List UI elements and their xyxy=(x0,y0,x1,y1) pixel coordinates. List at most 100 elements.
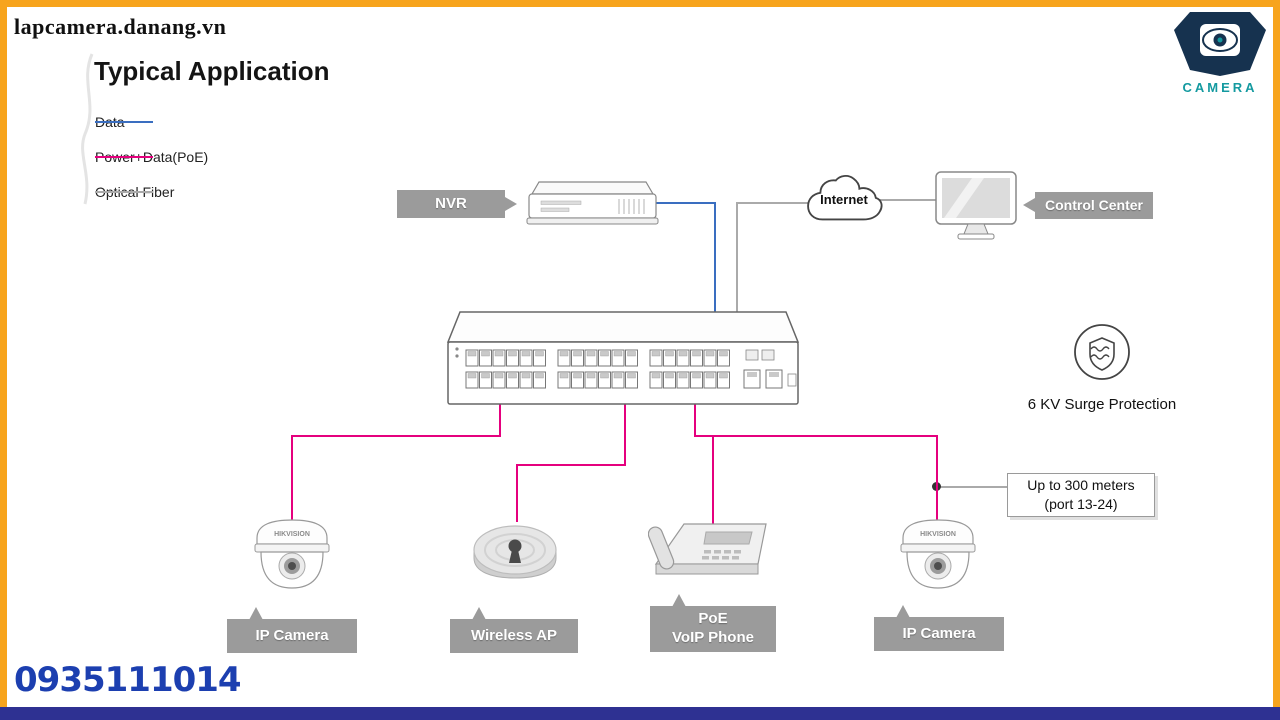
wireless-ap-device xyxy=(473,525,557,579)
switch-port-pins xyxy=(692,351,701,357)
camera-brand-text: HIKVISION xyxy=(274,531,310,538)
switch-port-pins xyxy=(467,373,477,379)
switch-port-pins xyxy=(665,351,674,357)
wireless-ap-callout: Wireless AP xyxy=(450,619,578,653)
switch-port-pins xyxy=(559,373,569,379)
switch-port-pins xyxy=(705,373,715,379)
switch-led xyxy=(455,347,459,351)
ip-camera-right: HIKVISION xyxy=(900,519,976,589)
switch-uplink-label xyxy=(761,349,775,361)
device-callout-label: IP Camera xyxy=(255,626,329,644)
fiber-line-internet-to-monitor xyxy=(878,199,938,201)
switch-uplink-pins xyxy=(747,372,757,377)
nvr-callout-pointer xyxy=(505,197,517,211)
switch-port-pins xyxy=(651,373,661,379)
camera-lens xyxy=(288,562,296,570)
switch-port-pins xyxy=(613,351,623,357)
poe-line-to-ip-camera-left xyxy=(291,435,293,523)
switch-port-pins xyxy=(573,373,582,379)
poe-switch xyxy=(446,311,800,405)
switch-port-pins xyxy=(508,351,517,357)
phone-keypad xyxy=(702,550,741,560)
wireless-ap-callout-pointer xyxy=(472,607,486,620)
internet-label: Internet xyxy=(820,192,868,207)
decorative-flourish xyxy=(81,53,94,205)
switch-port-pins xyxy=(467,351,477,357)
data-line-nvr-horizontal xyxy=(655,202,716,204)
poe-line-to-ip-camera-right xyxy=(936,435,938,523)
switch-port-pins xyxy=(678,351,688,357)
ip-camera-left: HIKVISION xyxy=(254,519,330,589)
voip-phone-device xyxy=(648,523,767,575)
surge-protection-icon xyxy=(1074,324,1130,380)
switch-port-pins xyxy=(719,351,728,357)
poe-switch-ports xyxy=(465,349,730,389)
poe-line-switch-drop-right xyxy=(694,403,696,437)
fiber-line-internet-horizontal xyxy=(738,202,808,204)
page-title: Typical Application xyxy=(94,56,330,86)
monitor-glare xyxy=(944,178,984,218)
switch-port-pins xyxy=(600,351,609,357)
footer-bar xyxy=(0,707,1280,720)
camera-brand-text: HIKVISION xyxy=(920,531,956,538)
switch-port-pins xyxy=(521,351,531,357)
ip-camera-left-callout-pointer xyxy=(249,607,263,620)
device-callout-label: VoIP Phone xyxy=(672,629,754,646)
control-center-monitor xyxy=(935,171,1017,240)
switch-port-pins xyxy=(627,373,636,379)
shield-icon xyxy=(1089,337,1115,371)
data-line-nvr-to-switch xyxy=(714,202,716,312)
switch-uplink-label xyxy=(745,349,759,361)
keyhole-icon xyxy=(509,550,521,563)
switch-port-pins xyxy=(508,373,517,379)
fiber-line-swatch xyxy=(95,190,153,193)
phone-screen xyxy=(703,531,753,545)
switch-port-pins xyxy=(719,373,728,379)
wave-icon xyxy=(1090,346,1110,352)
wave-icon xyxy=(1090,354,1110,360)
poe-line-right-horizontal xyxy=(694,435,938,437)
nvr-slot xyxy=(540,200,582,205)
poe-line-swatch xyxy=(95,155,153,158)
control-center-callout: Control Center xyxy=(1035,192,1153,219)
switch-port-pins xyxy=(535,373,544,379)
device-callout-label: PoE xyxy=(698,610,728,628)
border-top xyxy=(0,0,1280,7)
nvr-callout: NVR xyxy=(397,190,505,218)
device-callout-label: IP Camera xyxy=(902,624,976,642)
nvr-slot xyxy=(540,207,570,212)
website-text: lapcamera.danang.vn xyxy=(14,14,227,39)
switch-uplink-pins xyxy=(769,372,779,377)
switch-led xyxy=(455,354,459,358)
ip-camera-left-callout: IP Camera xyxy=(227,619,357,653)
switch-port-pins xyxy=(535,351,544,357)
voip-phone-callout: PoE VoIP Phone xyxy=(650,606,776,652)
device-callout-label: Wireless AP xyxy=(470,626,557,644)
keyhole-icon xyxy=(508,539,522,553)
switch-port-pins xyxy=(586,351,596,357)
distance-note-box: Up to 300 meters (port 13-24) xyxy=(1007,473,1155,517)
surge-protection-label: 6 KV Surge Protection xyxy=(1027,396,1177,413)
poe-line-to-wireless-ap xyxy=(516,464,518,522)
switch-port-pins xyxy=(627,351,636,357)
switch-port-pins xyxy=(586,373,596,379)
border-left xyxy=(0,0,7,708)
switch-port-pins xyxy=(705,351,715,357)
switch-port-pins xyxy=(692,373,701,379)
voip-phone-callout-pointer xyxy=(672,594,686,607)
poe-line-to-voip-phone xyxy=(712,435,714,528)
internet-cloud xyxy=(807,174,883,221)
ip-camera-right-callout: IP Camera xyxy=(874,617,1004,651)
poe-line-switch-drop-mid xyxy=(624,403,626,466)
switch-console-port xyxy=(787,373,797,387)
legend-item-poe: Power+Data(PoE) xyxy=(95,149,208,165)
camera-logo-icon xyxy=(1174,12,1266,76)
distance-note-line2: (port 13-24) xyxy=(1044,496,1118,512)
fiber-line-note-connector xyxy=(940,486,1007,488)
nvr-callout-label: NVR xyxy=(435,194,467,212)
control-center-callout-label: Control Center xyxy=(1045,196,1143,213)
switch-port-pins xyxy=(665,373,674,379)
legend: Data Power+Data(PoE) Optical Fiber xyxy=(95,114,208,219)
nvr-device xyxy=(526,181,659,225)
